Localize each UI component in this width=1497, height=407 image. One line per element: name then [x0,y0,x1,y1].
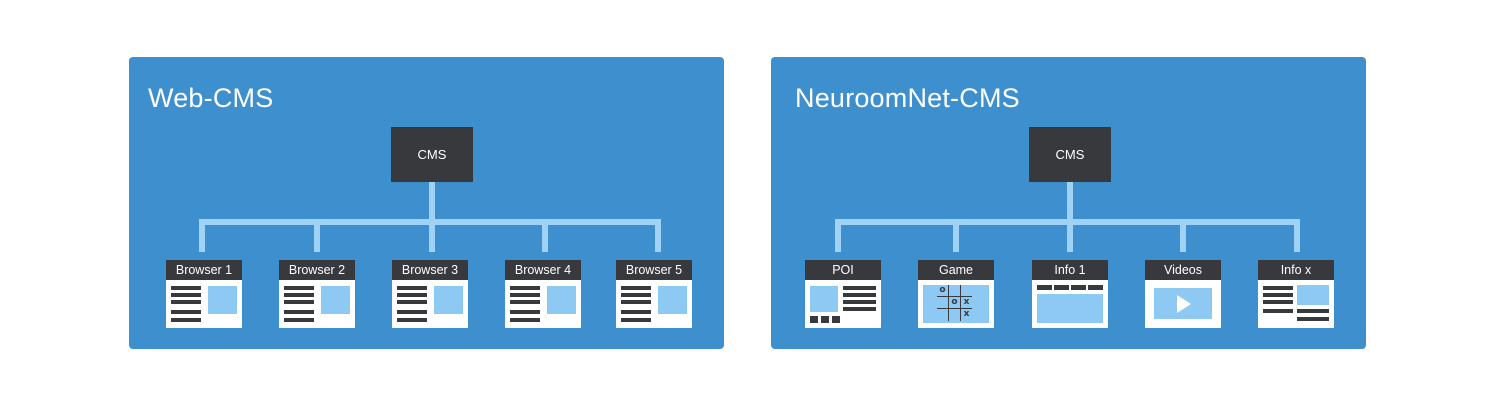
node-info-1: Info 1 [1032,260,1108,280]
browser-page-icon [279,280,355,328]
node-browser-5: Browser 5 [616,260,692,280]
neuroomnet-cms-panel: NeuroomNet-CMS CMS POI Game o o x [771,57,1366,349]
cms-box: CMS [1029,127,1111,182]
node-poi: POI [805,260,881,280]
browser-page-icon [505,280,581,328]
video-play-icon [1145,280,1221,328]
panel-title: Web-CMS [148,83,274,113]
connector-drop [542,219,548,252]
game-cell: o [951,297,958,307]
browser-page-icon [616,280,692,328]
connector-drop [1067,219,1073,252]
web-cms-panel: Web-CMS CMS Browser 1 Browser 2 Browser … [129,57,724,349]
connector-trunk [1067,182,1073,225]
node-browser-2: Browser 2 [279,260,355,280]
node-browser-1: Browser 1 [166,260,242,280]
poi-map-icon [805,280,881,328]
game-cell: x [963,297,970,307]
connector-drop [1294,219,1300,252]
connector-drop [655,219,661,252]
connector-trunk [429,182,435,225]
game-cell: o [939,285,946,295]
info-layout-icon [1258,280,1334,328]
game-cell: x [963,309,970,319]
game-cell [937,297,948,308]
browser-page-icon [392,280,468,328]
connector-drop [953,219,959,252]
node-game: Game [918,260,994,280]
game-cell [949,309,960,320]
game-grid: o o x x [937,285,972,321]
game-cell [961,285,972,296]
panel-title: NeuroomNet-CMS [795,83,1020,113]
connector-drop [1180,219,1186,252]
node-videos: Videos [1145,260,1221,280]
cms-box: CMS [391,127,473,182]
tic-tac-toe-icon: o o x x [918,280,994,328]
info-screen-icon [1032,280,1108,328]
node-info-x: Info x [1258,260,1334,280]
connector-drop [835,219,841,252]
connector-drop [199,219,205,252]
browser-page-icon [166,280,242,328]
connector-drop [314,219,320,252]
play-icon [1177,295,1191,313]
connector-drop [429,219,435,252]
game-cell [949,285,960,296]
game-cell [937,309,948,320]
node-browser-3: Browser 3 [392,260,468,280]
node-browser-4: Browser 4 [505,260,581,280]
